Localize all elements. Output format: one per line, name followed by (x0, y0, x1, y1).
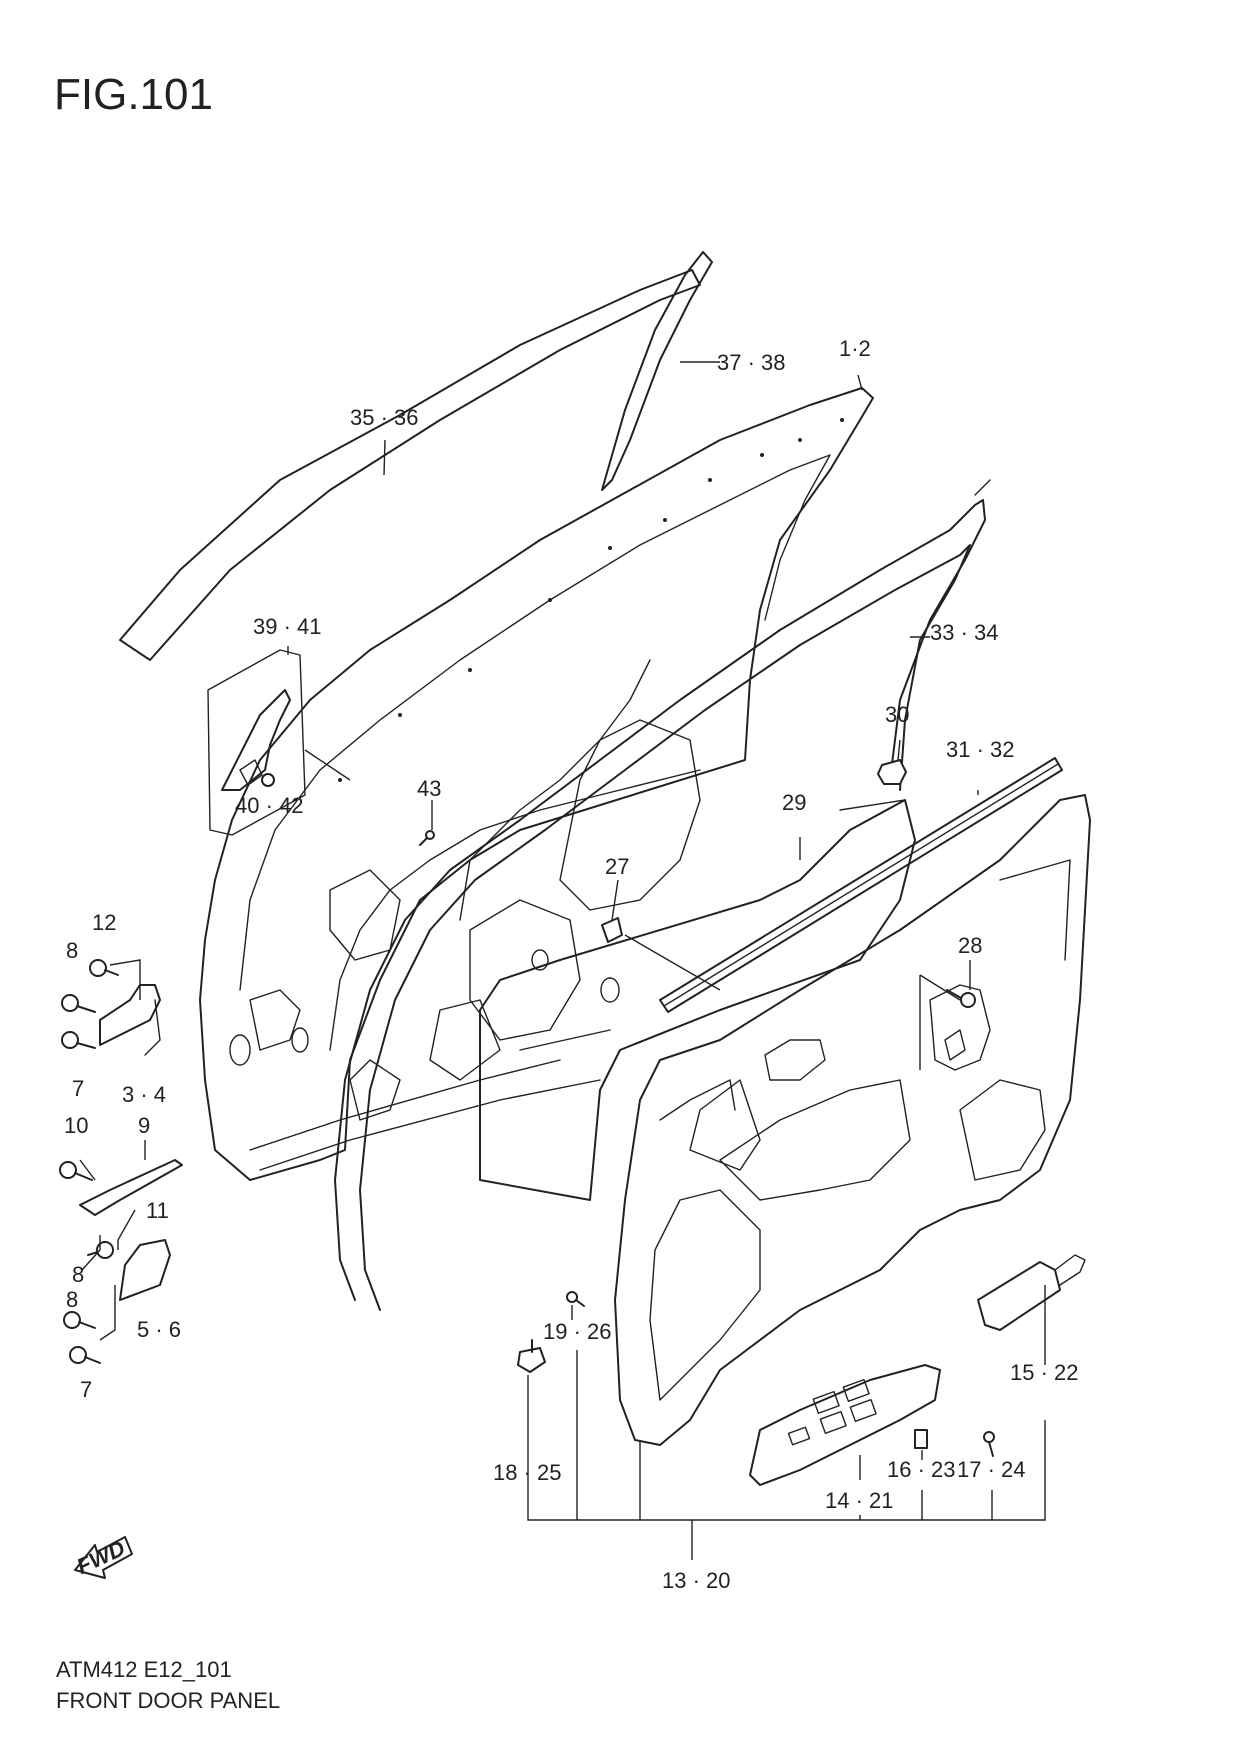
callout-11: 11 (146, 1198, 169, 1223)
door-weatherstrip (334, 479, 991, 1311)
mirror-cover-detail (207, 649, 306, 836)
figure-title: FIG.101 (54, 70, 213, 119)
lower-hinge (63, 1239, 171, 1364)
small-screw (566, 1291, 585, 1307)
door-shell (199, 387, 874, 1181)
callout-7b: 7 (80, 1377, 92, 1402)
trim-clip (914, 1429, 928, 1449)
mirror-screw (419, 830, 435, 846)
door-sealing-sheet (479, 799, 916, 1201)
door-bumper (877, 759, 907, 785)
callout-40-42: 40 · 42 (235, 793, 304, 818)
upper-hinge (61, 959, 161, 1056)
callout-19-26: 19 · 26 (543, 1319, 612, 1344)
callout-7a: 7 (72, 1076, 84, 1101)
roof-moulding-strip (119, 269, 701, 661)
callout-5-6: 5 · 6 (137, 1317, 181, 1342)
callout-14-21: 14 · 21 (825, 1488, 894, 1513)
callout-39-41: 39 · 41 (253, 614, 322, 639)
callout-8b: 8 (72, 1262, 84, 1287)
callout-29: 29 (782, 790, 806, 815)
window-switch-panel (749, 1364, 941, 1486)
pillar-garnish (601, 251, 713, 491)
callout-labels: 1·2 3 · 4 5 · 6 7 7 8 8 8 9 10 11 12 13 … (64, 336, 1079, 1593)
callout-31-32: 31 · 32 (946, 737, 1015, 762)
fwd-arrow-icon: FWD (73, 1535, 133, 1579)
callout-16-23: 16 · 23 (887, 1457, 956, 1482)
callout-3-4: 3 · 4 (122, 1082, 166, 1107)
callout-37-38: 37 · 38 (717, 350, 786, 375)
pull-handle-grip (977, 1254, 1086, 1331)
callout-15-22: 15 · 22 (1010, 1360, 1079, 1385)
callout-12: 12 (92, 910, 116, 935)
callout-28: 28 (958, 933, 982, 958)
callout-10: 10 (64, 1113, 88, 1138)
callout-18-25: 18 · 25 (493, 1460, 562, 1485)
callout-9: 9 (138, 1113, 150, 1138)
callout-35-36: 35 · 36 (350, 405, 419, 430)
trim-fastener (517, 1339, 546, 1373)
leader-lines (79, 361, 1046, 1560)
door-checker (59, 1159, 183, 1216)
callout-17-24: 17 · 24 (957, 1457, 1026, 1482)
figure-caption: FRONT DOOR PANEL (56, 1688, 281, 1713)
belt-weatherstrip (659, 757, 1063, 1013)
callout-13-20: 13 · 20 (662, 1568, 731, 1593)
door-trim-panel (614, 794, 1091, 1446)
callout-33-34: 33 · 34 (930, 620, 999, 645)
trim-screw (983, 1431, 995, 1457)
callout-30: 30 (885, 702, 909, 727)
callout-8c: 8 (66, 1287, 78, 1312)
callout-1-2: 1·2 (839, 336, 871, 361)
figure-code: ATM412 E12_101 (56, 1657, 232, 1682)
callout-27: 27 (605, 854, 629, 879)
callout-8a: 8 (66, 938, 78, 963)
trim-panel-screw (946, 989, 976, 1008)
sheet-clip (601, 917, 623, 943)
callout-43: 43 (417, 776, 441, 801)
